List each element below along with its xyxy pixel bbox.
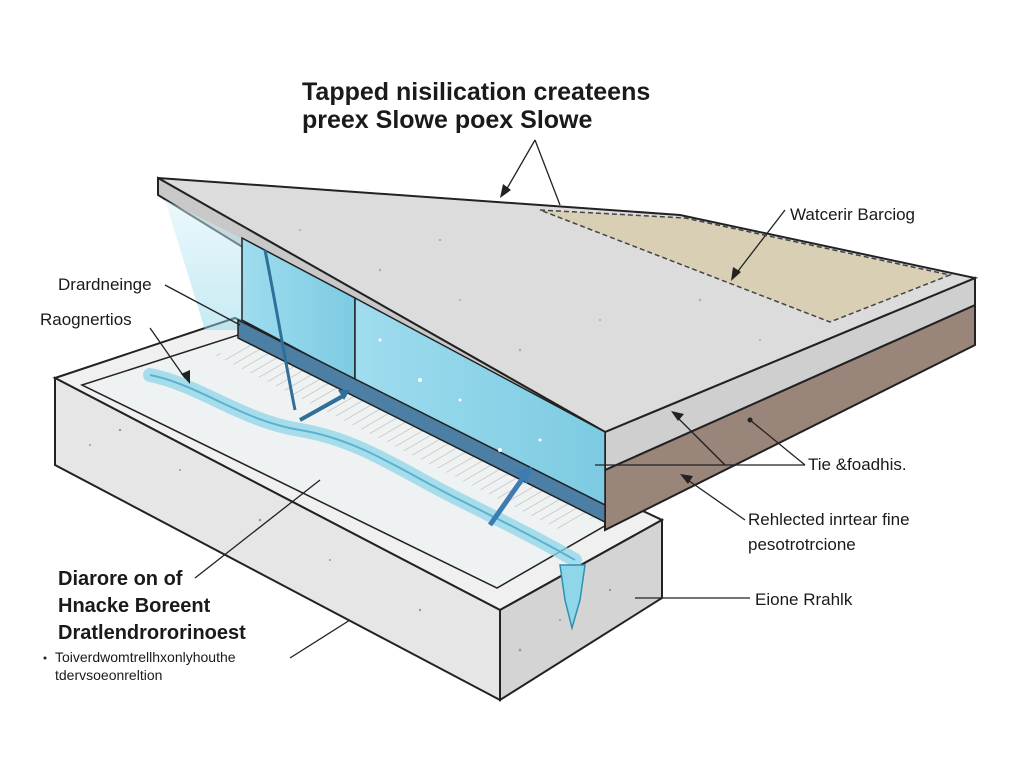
leader-reflected-interface — [684, 477, 746, 521]
panel-flow-arrow-2 — [299, 393, 346, 422]
label-tie: Tie &foadhis. — [808, 455, 907, 474]
trough-texture — [89, 428, 612, 652]
leader-waterproof-backing — [734, 209, 786, 276]
water-flow — [143, 368, 586, 631]
footnote-line-2: tdervsoeonreltion — [55, 667, 162, 683]
drainage-panel — [237, 236, 606, 527]
label-drainage: Drardneinge — [58, 275, 152, 294]
leader-footnote — [289, 619, 351, 659]
title-line-1: Tapped nisilication createens — [302, 78, 650, 106]
water-drip — [559, 564, 586, 631]
label-reinforcements: Raognertios — [40, 310, 132, 329]
heading-line-2: Hnacke Boreent — [58, 595, 211, 617]
label-reflected-interface-2: pesotrotrcione — [748, 535, 856, 554]
leader-reinforcements — [149, 327, 186, 379]
water-sheet — [165, 200, 245, 330]
leader-heading — [194, 479, 321, 579]
title-block: Tapped nisilication createens preex Slow… — [302, 78, 650, 206]
footnote-line-1: Toiverdwomtrellhxonlyhouthe — [55, 649, 236, 665]
leader-tie-3 — [674, 414, 726, 466]
panel-flow-arrow-1 — [263, 249, 297, 411]
panel-splashes — [378, 338, 542, 452]
panel-rail — [237, 318, 606, 524]
water-stream-core — [149, 374, 576, 561]
title-line-2: preex Slowe poex Slowe — [302, 106, 592, 134]
panel-flow-arrow-3 — [487, 473, 528, 527]
slab-texture — [299, 229, 761, 352]
leader-drainage — [164, 284, 241, 326]
leader-tie-2 — [749, 419, 806, 466]
trough-hatch — [215, 345, 600, 530]
panel-flow-arrowhead-3 — [515, 467, 532, 484]
label-reflected-interface-1: Rehlected inrtear fine — [748, 510, 910, 529]
label-floor-panel: Eione Rrahlk — [755, 590, 853, 609]
label-waterproof-backing: Watcerir Barciog — [790, 205, 915, 224]
waterproof-membrane — [539, 209, 953, 323]
title-leader-2 — [534, 139, 561, 206]
heading-line-3: Dratlendrororinoest — [58, 622, 246, 644]
heading-line-1: Diarore on of — [58, 568, 183, 590]
title-leader-1 — [504, 139, 536, 193]
panel-flow-arrowhead-2 — [338, 390, 350, 400]
